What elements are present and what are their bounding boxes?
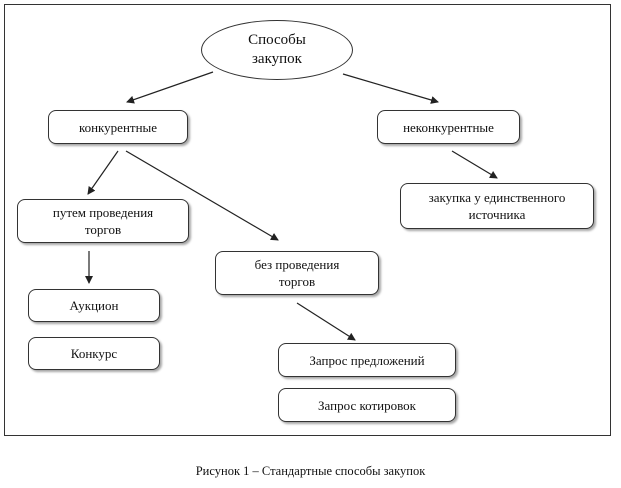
node-single-source: закупка у единственного источника [400, 183, 594, 229]
node-noncompetitive: неконкурентные [377, 110, 520, 144]
node-competitive: конкурентные [48, 110, 188, 144]
figure-caption: Рисунок 1 – Стандартные способы закупок [195, 464, 426, 478]
node-with-bidding: путем проведения торгов [17, 199, 189, 243]
node-contest: Конкурс [28, 337, 160, 370]
node-without-bidding: без проведения торгов [215, 251, 379, 295]
node-request-proposals: Запрос предложений [278, 343, 456, 377]
root-node-procurement-methods: Способы закупок [201, 20, 353, 80]
node-request-quotes: Запрос котировок [278, 388, 456, 422]
node-auction: Аукцион [28, 289, 160, 322]
